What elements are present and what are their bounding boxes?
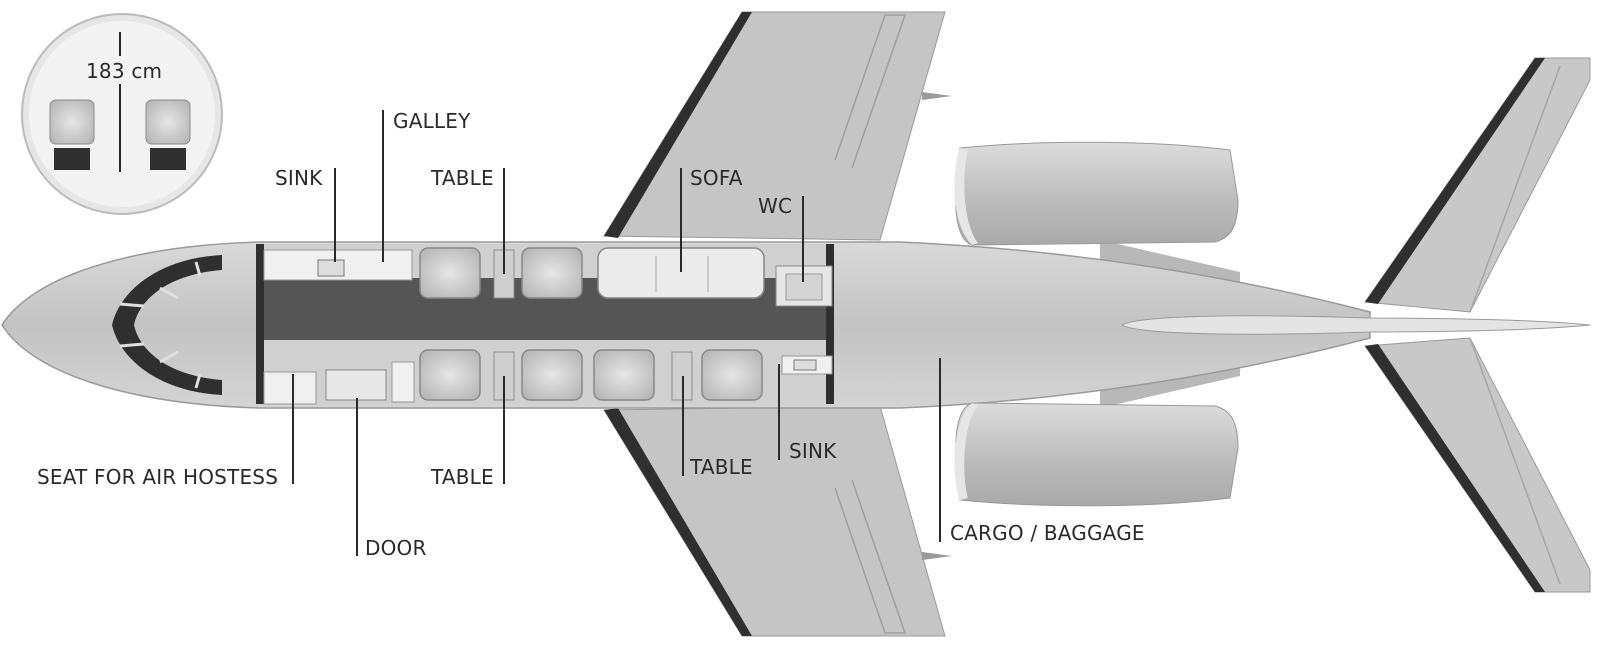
label-sink-bottom: SINK xyxy=(789,439,837,463)
upper-engine xyxy=(954,141,1239,246)
seat-2 xyxy=(521,247,583,299)
sink-top-basin xyxy=(317,259,345,277)
leader-table-bottom-right xyxy=(682,376,684,476)
seat-1 xyxy=(419,247,481,299)
cockpit-windows xyxy=(112,255,222,395)
seat-3 xyxy=(419,349,481,401)
label-table-top: TABLE xyxy=(431,166,494,190)
leader-seat-hostess xyxy=(292,374,294,484)
lower-wing xyxy=(603,405,952,637)
label-table-bottom-right: TABLE xyxy=(690,455,753,479)
label-door: DOOR xyxy=(365,536,427,560)
seat-4 xyxy=(521,349,583,401)
leader-table-bottom-left xyxy=(503,376,505,484)
label-sofa: SOFA xyxy=(690,166,743,190)
leader-table-top xyxy=(503,168,505,274)
leader-sink-top xyxy=(334,168,336,262)
lower-engine xyxy=(954,402,1239,507)
horizontal-stabilizer xyxy=(1364,57,1591,593)
door-block xyxy=(325,369,387,401)
label-galley: GALLEY xyxy=(393,109,471,133)
leader-sofa xyxy=(680,168,682,272)
seat-6 xyxy=(701,349,763,401)
label-wc: WC xyxy=(758,194,793,218)
label-sink-top: SINK xyxy=(275,166,323,190)
cabin-cross-section xyxy=(21,13,223,215)
vertical-fin xyxy=(1120,315,1591,335)
leader-door xyxy=(356,398,358,556)
cabin xyxy=(256,244,834,405)
label-cargo: CARGO / BAGGAGE xyxy=(950,521,1145,545)
label-seat-hostess: SEAT FOR AIR HOSTESS xyxy=(37,465,279,489)
seat-5 xyxy=(593,349,655,401)
leader-galley xyxy=(382,110,384,262)
leader-wc xyxy=(802,196,804,282)
leader-sink-bottom xyxy=(778,364,780,460)
upper-wing xyxy=(603,11,952,241)
label-table-bottom-left: TABLE xyxy=(431,465,494,489)
label-cabin-height: 183 cm xyxy=(84,59,165,83)
hostess-seat xyxy=(263,371,317,405)
leader-cargo xyxy=(939,358,941,542)
